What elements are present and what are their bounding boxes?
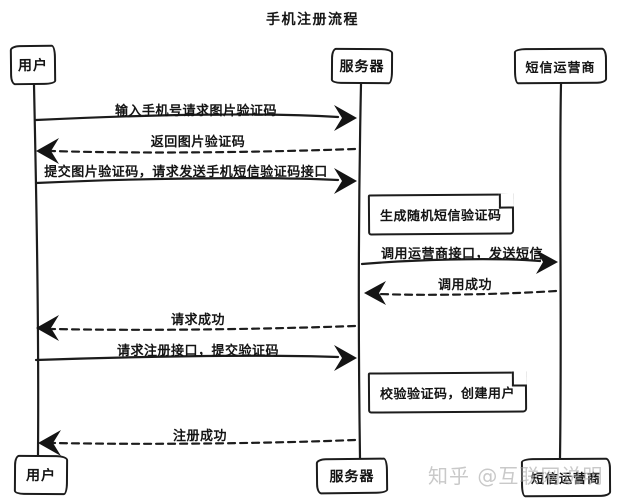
arrowhead-right-4 (536, 250, 558, 274)
note-generate-sms-code: 生成随机短信验证码 (367, 193, 514, 236)
lifeline-server (357, 82, 363, 460)
message-label-2: 返回图片验证码 (150, 135, 246, 150)
actor-user-bottom-label: 用户 (25, 467, 57, 485)
message-line-5 (378, 289, 558, 296)
arrowhead-right-3 (334, 168, 357, 194)
message-label-8: 注册成功 (172, 429, 228, 444)
message-label-5: 调用成功 (437, 278, 493, 293)
message-label-6: 请求成功 (170, 313, 226, 328)
arrowhead-right-1 (334, 105, 357, 131)
lifeline-carrier (558, 82, 563, 460)
actor-user-top-label: 用户 (17, 57, 49, 75)
arrowhead-left-5 (364, 281, 386, 305)
actor-server-top: 服务器 (330, 47, 394, 85)
message-line-2 (50, 147, 357, 154)
arrowhead-right-7 (334, 345, 357, 371)
message-line-8 (52, 438, 357, 445)
message-line-4 (360, 258, 542, 266)
note-generate-sms-code-label: 生成随机短信验证码 (379, 208, 502, 225)
diagram-title: 手机注册流程 (266, 12, 359, 28)
actor-user-bottom: 用户 (13, 454, 69, 496)
actor-carrier-top-label: 短信运营商 (525, 60, 596, 76)
message-line-7 (34, 354, 340, 362)
actor-server-bottom: 服务器 (315, 457, 389, 495)
message-label-1: 输入手机号请求图片验证码 (114, 104, 278, 119)
lifeline-user (32, 83, 40, 457)
actor-carrier-top: 短信运营商 (513, 47, 608, 85)
actor-server-top-label: 服务器 (339, 58, 385, 76)
zhihu-watermark: 知乎 @互联网说明 (428, 464, 604, 488)
note-fold-corner-icon (511, 371, 527, 387)
note-verify-create-user: 校验验证码，创建用户 (367, 371, 528, 414)
note-fold-corner-icon (498, 193, 514, 209)
message-line-1 (34, 113, 340, 122)
message-label-3: 提交图片验证码，请求发送手机短信验证码接口 (44, 165, 328, 180)
arrowhead-left-2 (36, 138, 59, 164)
note-verify-create-user-label: 校验验证码，创建用户 (379, 386, 516, 403)
arrowhead-left-8 (38, 430, 61, 456)
actor-user-top: 用户 (9, 44, 57, 86)
message-line-3 (34, 177, 340, 185)
actor-server-bottom-label: 服务器 (329, 468, 375, 486)
message-label-7: 请求注册接口，提交验证码 (116, 344, 280, 359)
message-label-4: 调用运营商接口，发送短信 (380, 247, 544, 262)
message-line-6 (50, 324, 357, 331)
arrowhead-left-6 (36, 315, 59, 341)
